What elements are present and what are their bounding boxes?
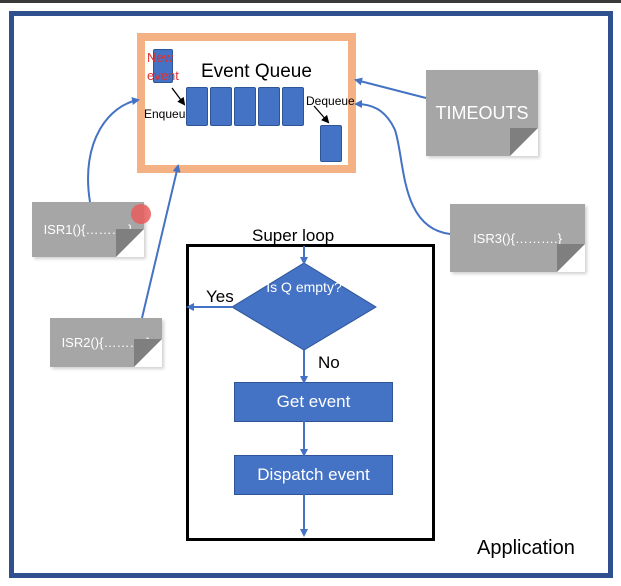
dequeued-cell	[320, 125, 342, 162]
enqueue-label: Enqueue	[144, 107, 193, 121]
queue-cell	[258, 87, 280, 126]
super-loop-label: Super loop	[252, 226, 335, 245]
enqueue-arrow	[171, 87, 186, 106]
note-fold	[116, 229, 144, 257]
pointer-dot	[131, 204, 151, 224]
isr3-label: ISR3(){……….}	[473, 230, 562, 246]
note-fold	[510, 128, 538, 156]
timeouts-note: TIMEOUTS	[426, 70, 538, 156]
decision-label: Is Q empty?	[266, 279, 342, 295]
note-fold	[134, 339, 162, 367]
dequeue-label: Dequeue	[306, 94, 355, 108]
isr1-to-queue-arrow	[87, 97, 140, 203]
queue-cell	[282, 87, 304, 126]
isr2-note: ISR2(){……….}	[50, 318, 162, 367]
isr1-label: ISR1(){……….}	[43, 222, 133, 237]
timeouts-to-queue-arrow	[354, 77, 427, 99]
get-event-box: Get event	[234, 382, 393, 422]
new-event-label: New event	[147, 50, 179, 83]
isr3-to-queue-arrow	[354, 100, 451, 235]
yes-label: Yes	[206, 287, 234, 306]
isr2-label: ISR2(){……….}	[61, 335, 151, 350]
application-label: Application	[477, 537, 575, 559]
isr2-to-queue-arrow	[141, 164, 181, 319]
no-label: No	[318, 353, 340, 372]
dequeue-arrow	[313, 105, 330, 124]
queue-cell	[186, 87, 208, 126]
top-strip	[0, 0, 621, 3]
isr1-note: ISR1(){……….}	[32, 202, 144, 257]
dispatch-event-box: Dispatch event	[234, 455, 393, 495]
queue-cell	[234, 87, 256, 126]
isr3-note: ISR3(){……….}	[450, 204, 585, 272]
new-event-cell	[153, 49, 173, 83]
event-queue-title: Event Queue	[201, 61, 312, 82]
timeouts-label: TIMEOUTS	[435, 102, 529, 123]
queue-cell	[210, 87, 232, 126]
note-fold	[557, 244, 585, 272]
